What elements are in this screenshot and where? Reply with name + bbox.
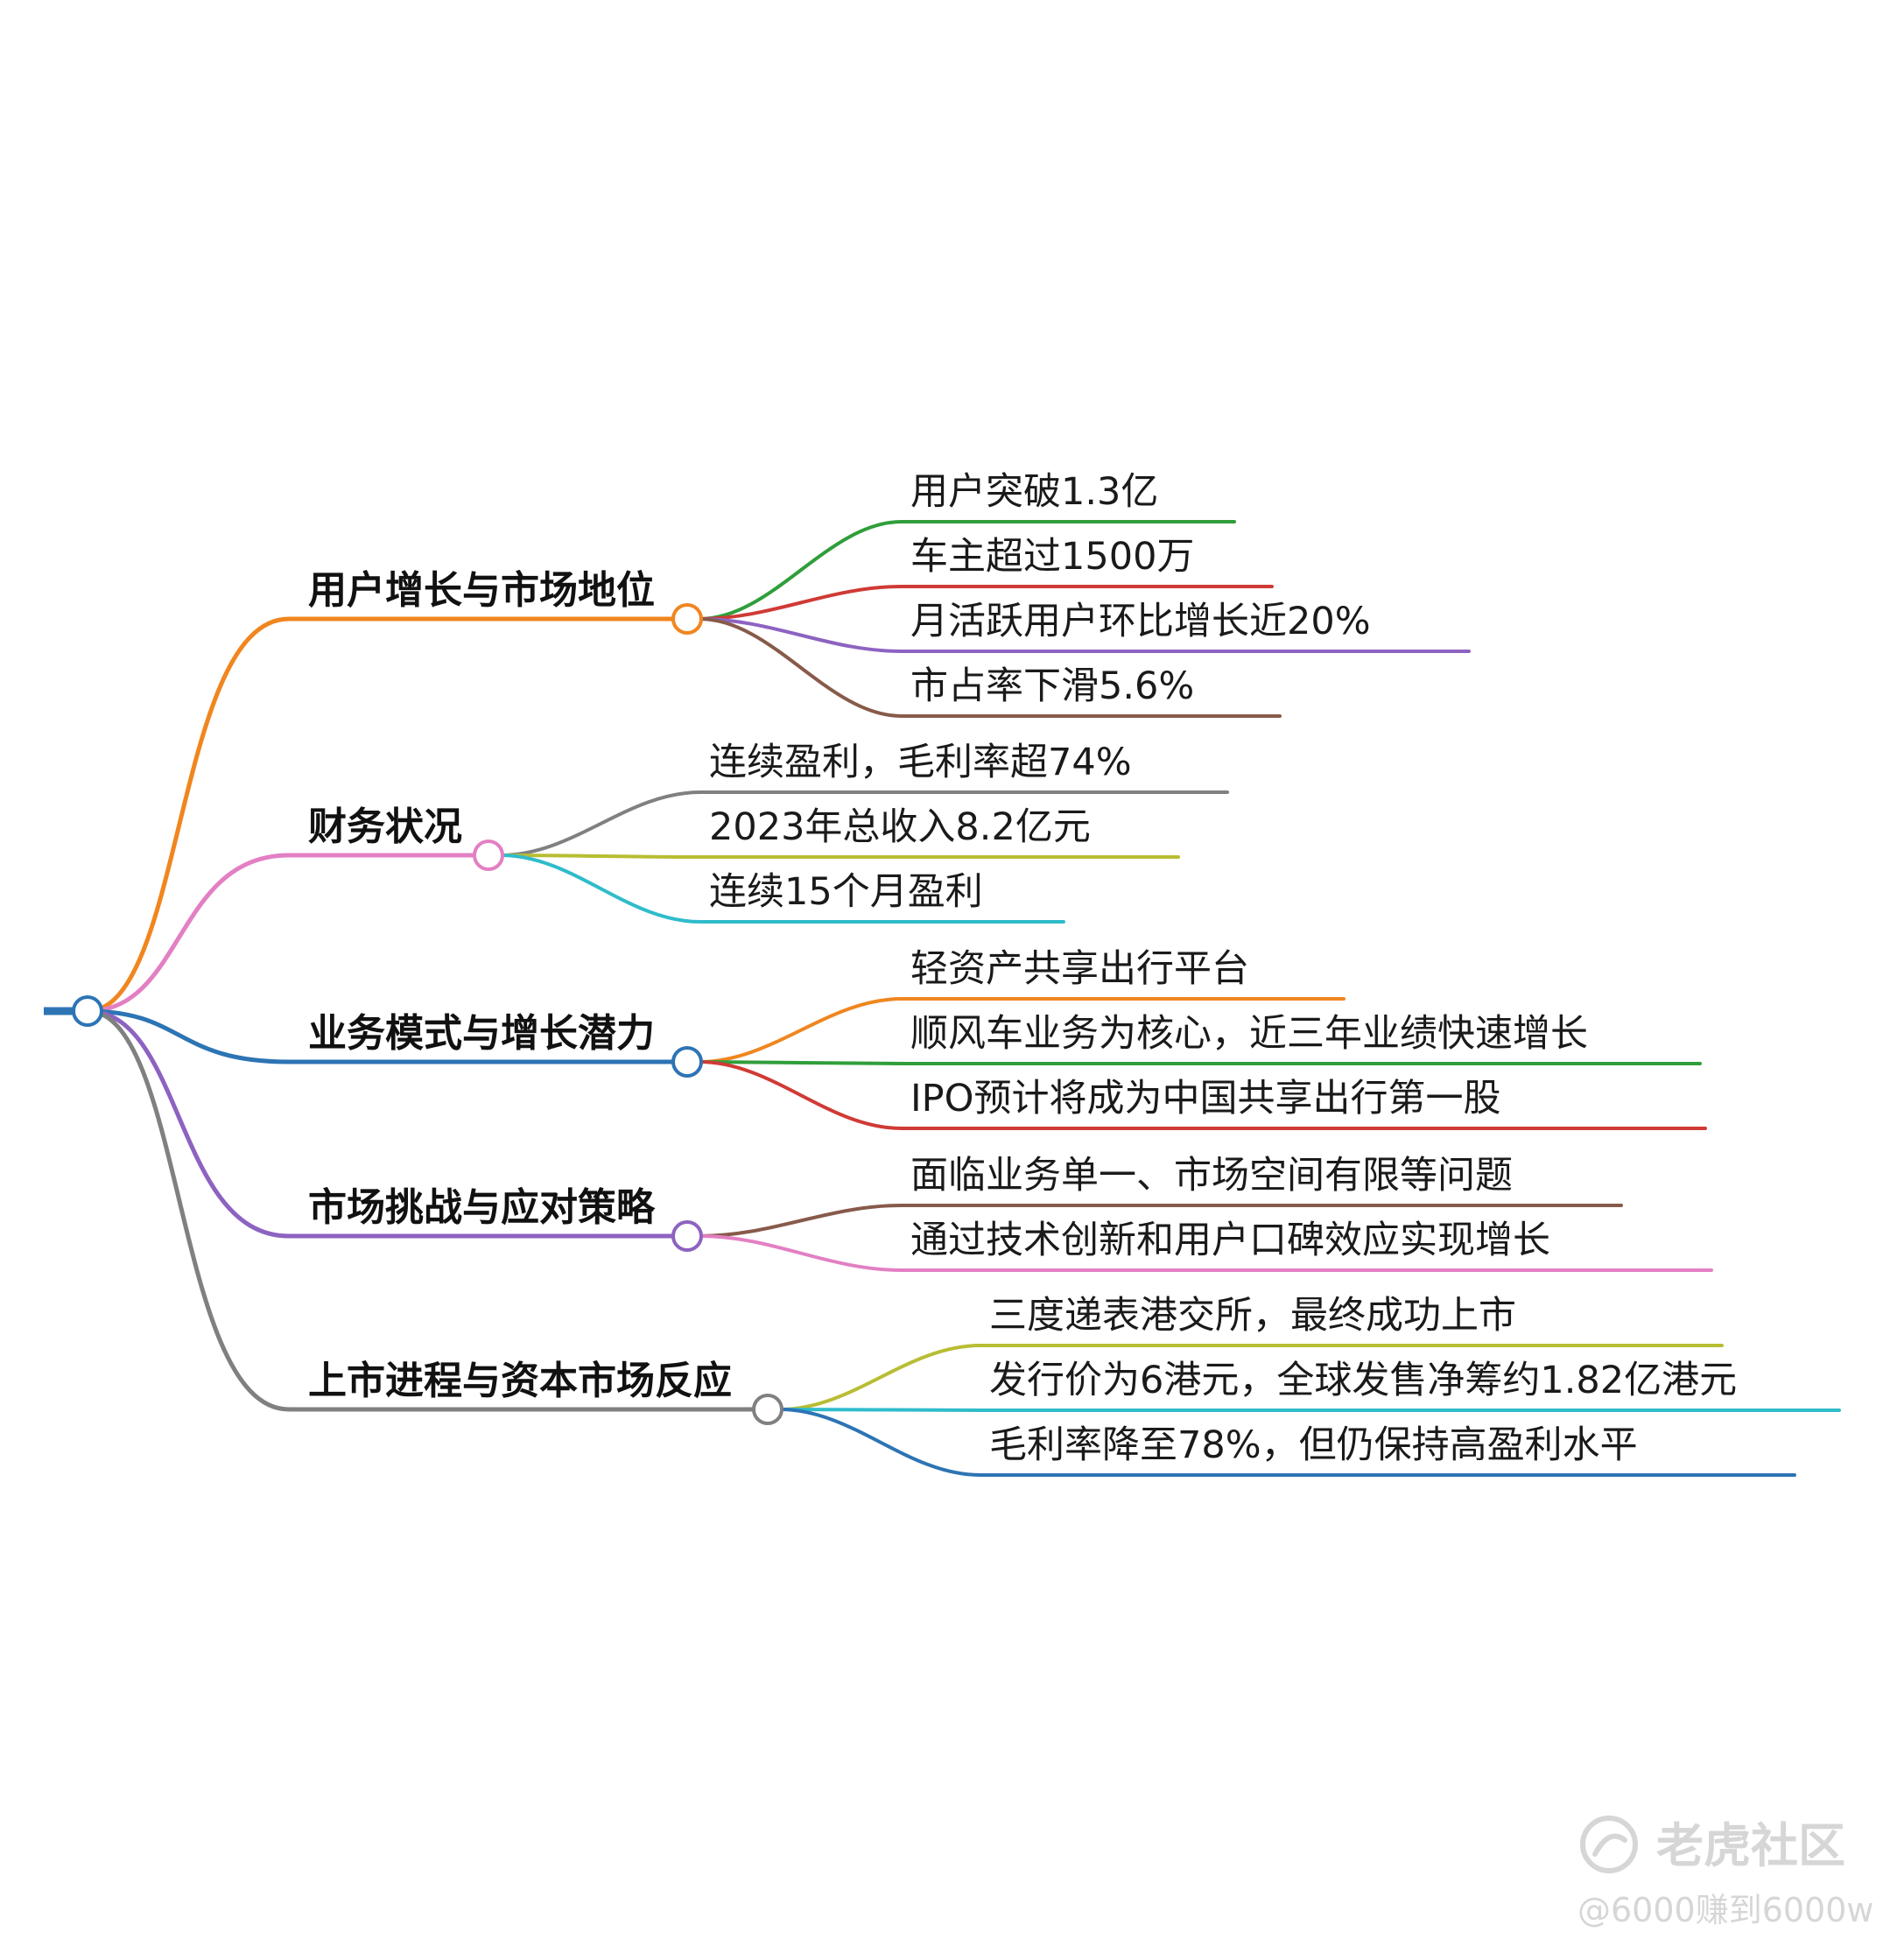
- branch-label: 市场挑战与应对策略: [308, 1185, 656, 1230]
- leaf-edge: [698, 1204, 1623, 1238]
- branch-node[interactable]: [473, 839, 504, 871]
- leaf-label: 通过技术创新和用户口碑效应实现增长: [910, 1219, 1550, 1262]
- leaf-label: 用户突破1.3亿: [910, 470, 1158, 514]
- leaf-edge: [499, 790, 1229, 857]
- branch-label: 上市进程与资本市场反应: [308, 1359, 732, 1403]
- branch-label: 财务状况: [308, 804, 462, 849]
- branch-edge: [85, 1008, 690, 1239]
- branch-edge: [85, 1008, 690, 1064]
- branch-node[interactable]: [671, 1220, 703, 1252]
- leaf-edge: [698, 1060, 1707, 1130]
- leaf-edge: [698, 997, 1345, 1064]
- watermark-user: @6000赚到6000w: [1577, 1891, 1874, 1929]
- branch-node[interactable]: [752, 1394, 783, 1425]
- branch-node[interactable]: [671, 1046, 703, 1078]
- leaf-edge: [778, 1344, 1724, 1411]
- branch-edge: [85, 1008, 770, 1412]
- leaf-label: 车主超过1500万: [910, 535, 1194, 579]
- leaf-label: IPO预计将成为中国共享出行第一股: [910, 1077, 1500, 1121]
- mindmap-edges: [44, 520, 1841, 1477]
- branch-edge: [85, 853, 491, 1014]
- leaf-edge: [698, 585, 1274, 621]
- root-node[interactable]: [72, 995, 103, 1027]
- leaf-edge: [698, 1060, 1702, 1065]
- watermark-title: 老虎社区: [1656, 1818, 1845, 1873]
- leaf-label: 连续盈利，毛利率超74%: [709, 741, 1132, 784]
- branch-edge: [85, 616, 690, 1014]
- leaf-label: 2023年总收入8.2亿元: [709, 805, 1091, 849]
- leaf-label: 毛利率降至78%，但仍保持高盈利水平: [989, 1423, 1638, 1467]
- leaf-label: 三度递表港交所，最终成功上市: [989, 1294, 1516, 1338]
- leaf-edge: [698, 617, 1471, 653]
- tiger-logo-stroke: [1592, 1833, 1627, 1857]
- branch-node[interactable]: [671, 603, 703, 635]
- branch-label: 用户增长与市场地位: [308, 568, 655, 613]
- leaf-label: 市占率下滑5.6%: [910, 664, 1194, 708]
- leaf-edge: [698, 617, 1282, 718]
- branch-label: 业务模式与增长潜力: [308, 1011, 655, 1056]
- leaf-label: 面临业务单一、市场空间有限等问题: [910, 1154, 1513, 1198]
- leaf-label: 连续15个月盈利: [709, 870, 983, 914]
- leaf-label: 轻资产共享出行平台: [910, 947, 1249, 991]
- leaf-edge: [698, 520, 1236, 621]
- tiger-logo-icon: [1580, 1816, 1638, 1873]
- leaf-label: 发行价为6港元，全球发售净筹约1.82亿港元: [989, 1359, 1737, 1402]
- leaf-edge: [778, 1408, 1841, 1412]
- leaf-label: 顺风车业务为核心，近三年业绩快速增长: [910, 1012, 1588, 1056]
- leaf-edge: [778, 1408, 1796, 1477]
- leaf-label: 月活跃用户环比增长近20%: [910, 600, 1371, 643]
- leaf-edge: [698, 1234, 1713, 1272]
- watermark: 老虎社区 @6000赚到6000w: [1577, 1816, 1874, 1929]
- leaf-edge: [499, 854, 1065, 924]
- mindmap-nodes: [72, 603, 783, 1425]
- leaf-edge: [499, 854, 1180, 859]
